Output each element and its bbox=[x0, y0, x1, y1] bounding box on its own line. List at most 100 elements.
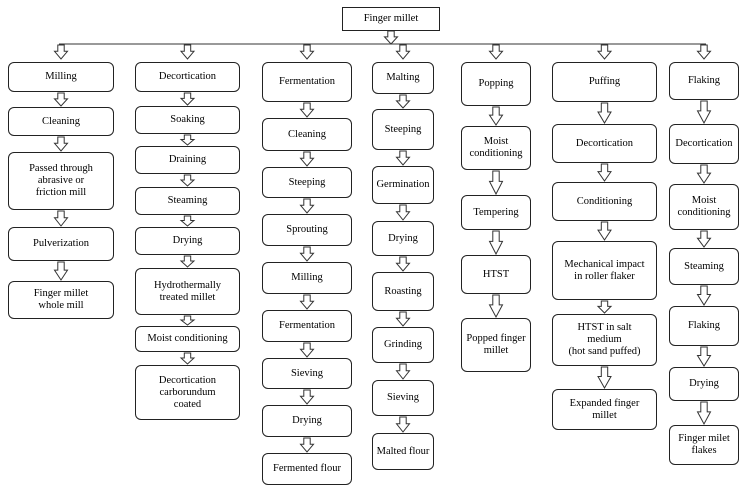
node-puffing-conditioning: Conditioning bbox=[552, 182, 657, 221]
node-decortication-drying: Drying bbox=[135, 227, 240, 255]
arrow-milling-2 bbox=[53, 210, 69, 227]
arrow-flaking-2 bbox=[696, 230, 712, 248]
node-decortication-hydrothermally-treated: Hydrothermally treated millet bbox=[135, 268, 240, 315]
arrow-fermentation-4 bbox=[299, 294, 315, 310]
fermentation-branch-arrow bbox=[299, 44, 315, 60]
milling-branch-arrow bbox=[53, 44, 69, 60]
node-fermentation-steeping: Steeping bbox=[262, 167, 352, 198]
node-milling-passed-through-mill: Passed through abrasive or friction mill bbox=[8, 152, 114, 210]
arrow-flaking-4 bbox=[696, 346, 712, 367]
arrow-malting-0 bbox=[395, 94, 411, 109]
arrow-fermentation-7 bbox=[299, 437, 315, 453]
node-malting-steeping: Steeping bbox=[372, 109, 434, 150]
arrow-fermentation-5 bbox=[299, 342, 315, 358]
arrow-fermentation-3 bbox=[299, 246, 315, 262]
node-milling-whole-mill: Finger millet whole mill bbox=[8, 281, 114, 319]
node-malting-grinding: Grinding bbox=[372, 327, 434, 363]
node-fermentation-fermented-flour: Fermented flour bbox=[262, 453, 352, 485]
node-malting-germination: Germination bbox=[372, 166, 434, 204]
arrow-fermentation-6 bbox=[299, 389, 315, 405]
arrow-decortication-4 bbox=[179, 255, 196, 268]
arrow-decortication-5 bbox=[179, 315, 196, 326]
puffing-branch-arrow bbox=[596, 44, 613, 60]
node-fermentation-sprouting: Sprouting bbox=[262, 214, 352, 246]
node-flaking-flaking: Flaking bbox=[669, 62, 739, 100]
arrow-flaking-0 bbox=[696, 100, 712, 125]
arrow-popping-0 bbox=[488, 106, 504, 126]
node-milling-milling: Milling bbox=[8, 62, 114, 92]
decortication-branch-arrow bbox=[179, 44, 196, 60]
node-puffing-htst-salt: HTST in salt medium (hot sand puffed) bbox=[552, 314, 657, 366]
node-fermentation-cleaning: Cleaning bbox=[262, 118, 352, 151]
arrow-malting-6 bbox=[395, 416, 411, 433]
arrow-flaking-5 bbox=[696, 401, 712, 426]
node-flaking-drying: Drying bbox=[669, 367, 739, 401]
node-flaking-moist-conditioning: Moist conditioning bbox=[669, 184, 739, 230]
node-malting-sieving: Sieving bbox=[372, 380, 434, 416]
node-decortication-soaking: Soaking bbox=[135, 106, 240, 134]
arrow-malting-5 bbox=[395, 363, 411, 380]
arrow-fermentation-0 bbox=[299, 102, 315, 118]
arrow-puffing-3 bbox=[596, 300, 613, 314]
arrow-milling-0 bbox=[53, 92, 69, 107]
arrow-malting-4 bbox=[395, 311, 411, 327]
arrow-decortication-1 bbox=[179, 134, 196, 146]
node-fermentation-milling: Milling bbox=[262, 262, 352, 294]
arrow-decortication-3 bbox=[179, 215, 196, 227]
arrow-puffing-4 bbox=[597, 366, 612, 390]
node-flaking-flaking-2: Flaking bbox=[669, 306, 739, 346]
arrow-popping-3 bbox=[488, 294, 504, 319]
root-down-arrow bbox=[383, 30, 399, 45]
arrow-fermentation-2 bbox=[299, 198, 315, 214]
node-flaking-decortication: Decortication bbox=[669, 124, 739, 164]
arrow-popping-1 bbox=[488, 170, 504, 196]
node-milling-pulverization: Pulverization bbox=[8, 227, 114, 261]
node-malting-roasting: Roasting bbox=[372, 272, 434, 311]
node-popping-popping: Popping bbox=[461, 62, 531, 106]
arrow-milling-3 bbox=[53, 261, 69, 281]
node-milling-cleaning: Cleaning bbox=[8, 107, 114, 136]
arrow-puffing-0 bbox=[597, 102, 612, 124]
malting-branch-arrow bbox=[395, 44, 411, 60]
arrow-puffing-2 bbox=[597, 221, 612, 241]
arrow-popping-2 bbox=[488, 230, 504, 256]
root-node: Finger millet bbox=[342, 7, 440, 31]
node-flaking-millet-flakes: Finger milet flakes bbox=[669, 425, 739, 465]
arrow-malting-1 bbox=[395, 150, 411, 166]
arrow-milling-1 bbox=[53, 136, 69, 152]
arrow-decortication-0 bbox=[179, 92, 196, 106]
node-fermentation-drying: Drying bbox=[262, 405, 352, 437]
node-popping-htst: HTST bbox=[461, 255, 531, 294]
node-fermentation-fermentation-2: Fermentation bbox=[262, 310, 352, 342]
arrow-malting-2 bbox=[395, 204, 411, 221]
node-decortication-decortication: Decortication bbox=[135, 62, 240, 92]
node-decortication-draining: Draining bbox=[135, 146, 240, 174]
arrow-flaking-1 bbox=[696, 164, 712, 184]
node-popping-moist-conditioning: Moist conditioning bbox=[461, 126, 531, 170]
arrow-malting-3 bbox=[395, 256, 411, 272]
node-fermentation-sieving: Sieving bbox=[262, 358, 352, 389]
node-decortication-decortication-carborundum: Decortication carborundum coated bbox=[135, 365, 240, 420]
arrow-decortication-6 bbox=[179, 352, 196, 365]
node-puffing-puffing: Puffing bbox=[552, 62, 657, 102]
node-puffing-mechanical-impact: Mechanical impact in roller flaker bbox=[552, 241, 657, 300]
node-popping-popped-millet: Popped finger millet bbox=[461, 318, 531, 372]
node-malting-malted-flour: Malted flour bbox=[372, 433, 434, 470]
node-malting-drying: Drying bbox=[372, 221, 434, 256]
node-decortication-moist-conditioning: Moist conditioning bbox=[135, 326, 240, 352]
node-fermentation-fermentation: Fermentation bbox=[262, 62, 352, 102]
arrow-puffing-1 bbox=[597, 163, 612, 182]
node-puffing-decortication: Decortication bbox=[552, 124, 657, 163]
node-malting-malting: Malting bbox=[372, 62, 434, 94]
arrow-fermentation-1 bbox=[299, 151, 315, 167]
popping-branch-arrow bbox=[488, 44, 504, 60]
node-popping-tempering: Tempering bbox=[461, 195, 531, 230]
node-decortication-steaming: Steaming bbox=[135, 187, 240, 215]
arrow-decortication-2 bbox=[179, 174, 196, 187]
flaking-branch-arrow bbox=[696, 44, 712, 60]
node-puffing-expanded-millet: Expanded finger millet bbox=[552, 389, 657, 430]
node-flaking-steaming: Steaming bbox=[669, 248, 739, 285]
arrow-flaking-3 bbox=[696, 285, 712, 306]
